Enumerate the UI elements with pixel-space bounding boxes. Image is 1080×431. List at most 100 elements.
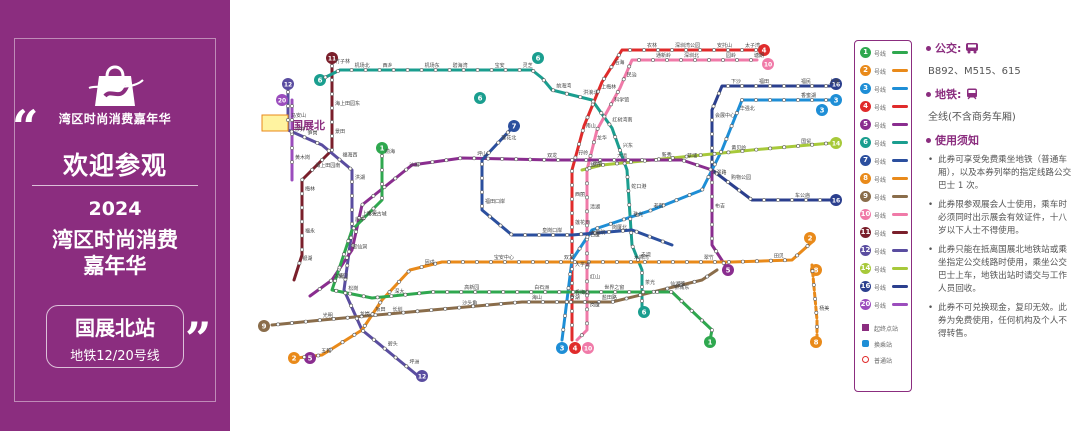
station-dot[interactable] — [347, 249, 352, 254]
station-dot[interactable] — [665, 58, 669, 62]
station-dot[interactable] — [570, 309, 574, 314]
station-dot[interactable] — [630, 244, 635, 249]
station-dot[interactable] — [586, 260, 591, 264]
station-dot[interactable] — [554, 300, 559, 304]
station-dot[interactable] — [300, 191, 304, 196]
station-dot[interactable] — [698, 48, 702, 52]
station-dot[interactable] — [585, 321, 589, 326]
station-dot[interactable] — [346, 239, 351, 243]
station-dot[interactable] — [342, 252, 346, 257]
station-dot[interactable] — [612, 158, 617, 162]
station-dot[interactable] — [710, 222, 714, 227]
station-dot[interactable] — [693, 58, 697, 62]
station-dot[interactable] — [515, 290, 520, 294]
station-dot[interactable] — [300, 247, 304, 252]
station-dot[interactable] — [345, 315, 350, 320]
station-dot[interactable] — [340, 340, 345, 345]
station-dot[interactable] — [712, 260, 717, 264]
station-dot[interactable] — [661, 203, 666, 208]
station-dot[interactable] — [564, 299, 569, 304]
station-dot[interactable] — [498, 223, 503, 228]
station-dot[interactable] — [565, 233, 570, 237]
station-dot[interactable] — [419, 68, 424, 72]
station-dot[interactable] — [429, 308, 434, 313]
station-dot[interactable] — [350, 193, 354, 198]
station-dot[interactable] — [343, 291, 348, 295]
station-dot[interactable] — [638, 293, 643, 298]
station-dot[interactable] — [615, 161, 619, 166]
station-dot[interactable] — [818, 198, 822, 202]
station-dot[interactable] — [640, 298, 644, 303]
station-dot[interactable] — [698, 153, 703, 158]
station-dot[interactable] — [320, 157, 325, 162]
station-dot[interactable] — [655, 290, 660, 294]
station-dot[interactable] — [570, 267, 574, 272]
station-dot[interactable] — [416, 162, 421, 167]
station-dot[interactable] — [698, 260, 703, 264]
station-dot[interactable] — [570, 323, 574, 328]
station-dot[interactable] — [790, 198, 794, 202]
station-dot[interactable] — [710, 236, 714, 241]
station-dot[interactable] — [359, 314, 364, 319]
station-dot[interactable] — [458, 156, 463, 161]
station-dot[interactable] — [431, 290, 436, 294]
station-dot[interactable] — [486, 156, 491, 161]
station-dot[interactable] — [371, 337, 376, 342]
station-dot[interactable] — [480, 162, 484, 167]
station-dot[interactable] — [710, 208, 714, 213]
station-dot[interactable] — [310, 167, 315, 172]
station-dot[interactable] — [584, 158, 589, 162]
station-dot[interactable] — [380, 196, 384, 200]
station-dot[interactable] — [570, 253, 574, 258]
station-dot[interactable] — [330, 120, 334, 124]
station-dot[interactable] — [350, 221, 354, 226]
station-dot[interactable] — [360, 202, 365, 207]
station-dot[interactable] — [480, 190, 484, 195]
station-dot[interactable] — [599, 290, 604, 294]
station-dot[interactable] — [570, 239, 574, 244]
station-dot[interactable] — [404, 167, 409, 172]
station-dot[interactable] — [642, 260, 647, 264]
station-dot[interactable] — [710, 194, 714, 199]
station-dot[interactable] — [712, 162, 717, 167]
station-dot[interactable] — [352, 332, 357, 337]
station-dot[interactable] — [537, 233, 542, 237]
station-dot[interactable] — [754, 98, 758, 102]
station-dot[interactable] — [373, 313, 378, 318]
station-dot[interactable] — [601, 162, 605, 167]
station-dot[interactable] — [393, 176, 398, 181]
station-dot[interactable] — [488, 260, 493, 264]
station-dot[interactable] — [345, 255, 349, 260]
station-dot[interactable] — [286, 104, 290, 108]
station-dot[interactable] — [351, 243, 355, 248]
station-dot[interactable] — [590, 102, 595, 107]
station-dot[interactable] — [729, 124, 734, 128]
station-dot[interactable] — [768, 84, 772, 88]
station-dot[interactable] — [726, 150, 731, 155]
station-dot[interactable] — [627, 290, 632, 294]
station-dot[interactable] — [628, 160, 633, 165]
station-dot[interactable] — [668, 158, 673, 162]
station-dot[interactable] — [610, 299, 615, 304]
station-dot[interactable] — [529, 290, 534, 294]
station-dot[interactable] — [628, 48, 632, 52]
station-dot[interactable] — [719, 150, 723, 154]
station-dot[interactable] — [289, 129, 294, 134]
station-dot[interactable] — [389, 294, 394, 299]
station-dot[interactable] — [740, 149, 745, 153]
station-dot[interactable] — [286, 90, 290, 94]
station-dot[interactable] — [782, 84, 786, 88]
station-dot[interactable] — [343, 277, 348, 282]
station-dot[interactable] — [475, 68, 480, 72]
station-dot[interactable] — [579, 232, 584, 237]
station-dot[interactable] — [637, 58, 641, 62]
station-dot[interactable] — [628, 216, 633, 221]
station-dot[interactable] — [570, 169, 574, 174]
station-dot[interactable] — [543, 290, 548, 294]
station-dot[interactable] — [447, 68, 452, 72]
station-dot[interactable] — [824, 84, 828, 88]
station-dot[interactable] — [328, 347, 333, 352]
station-dot[interactable] — [337, 265, 342, 270]
station-dot[interactable] — [595, 226, 600, 231]
station-dot[interactable] — [656, 260, 661, 264]
